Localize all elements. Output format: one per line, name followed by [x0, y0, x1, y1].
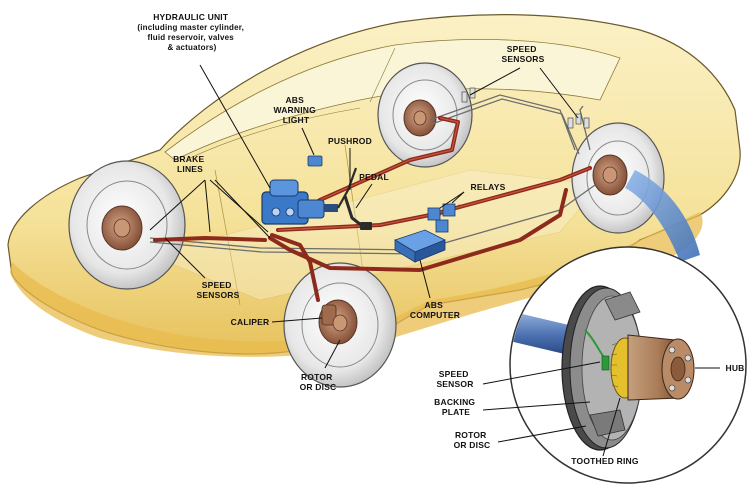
pushrod-pedal: [337, 167, 372, 230]
label-pedal: PEDAL: [359, 172, 389, 182]
label-caliper: CALIPER: [231, 317, 270, 327]
label-abs-warning-light: ABS WARNING LIGHT: [273, 95, 318, 125]
abs-warning-light: [307, 155, 323, 167]
label-relays: RELAYS: [471, 182, 506, 192]
relays: [427, 203, 456, 233]
magnifier-beam: [625, 170, 700, 262]
labels: HYDRAULIC UNIT (including master cylinde…: [137, 12, 744, 466]
inset-detail: [509, 246, 747, 484]
caliper-shape: [321, 304, 337, 326]
label-hydraulic-unit: HYDRAULIC UNIT (including master cylinde…: [137, 12, 246, 52]
sensor-wires: [149, 94, 596, 255]
hydraulic-unit: [261, 179, 338, 225]
leader-lines: [149, 64, 720, 457]
label-abs-computer: ABS COMPUTER: [410, 300, 460, 320]
label-rotor-or-disc-inset: ROTOR OR DISC: [454, 430, 491, 450]
label-speed-sensors-top: SPEED SENSORS: [502, 44, 545, 64]
wheel-front-left: [283, 262, 397, 388]
label-hub: HUB: [725, 363, 744, 373]
label-brake-lines: BRAKE LINES: [173, 154, 207, 174]
label-pushrod: PUSHROD: [328, 136, 372, 146]
label-speed-sensors-left: SPEED SENSORS: [197, 280, 240, 300]
sensor-blocks: [461, 87, 590, 129]
label-backing-plate: BACKING PLATE: [434, 397, 478, 417]
wheel-rear-right: [377, 62, 473, 168]
wheel-front-right: [571, 122, 665, 234]
label-rotor-or-disc-left: ROTOR OR DISC: [300, 372, 337, 392]
label-speed-sensor-inset: SPEED SENSOR: [436, 369, 473, 389]
label-toothed-ring: TOOTHED RING: [571, 456, 639, 466]
abs-computer: [394, 229, 446, 263]
wheel-rear-left: [68, 160, 186, 290]
